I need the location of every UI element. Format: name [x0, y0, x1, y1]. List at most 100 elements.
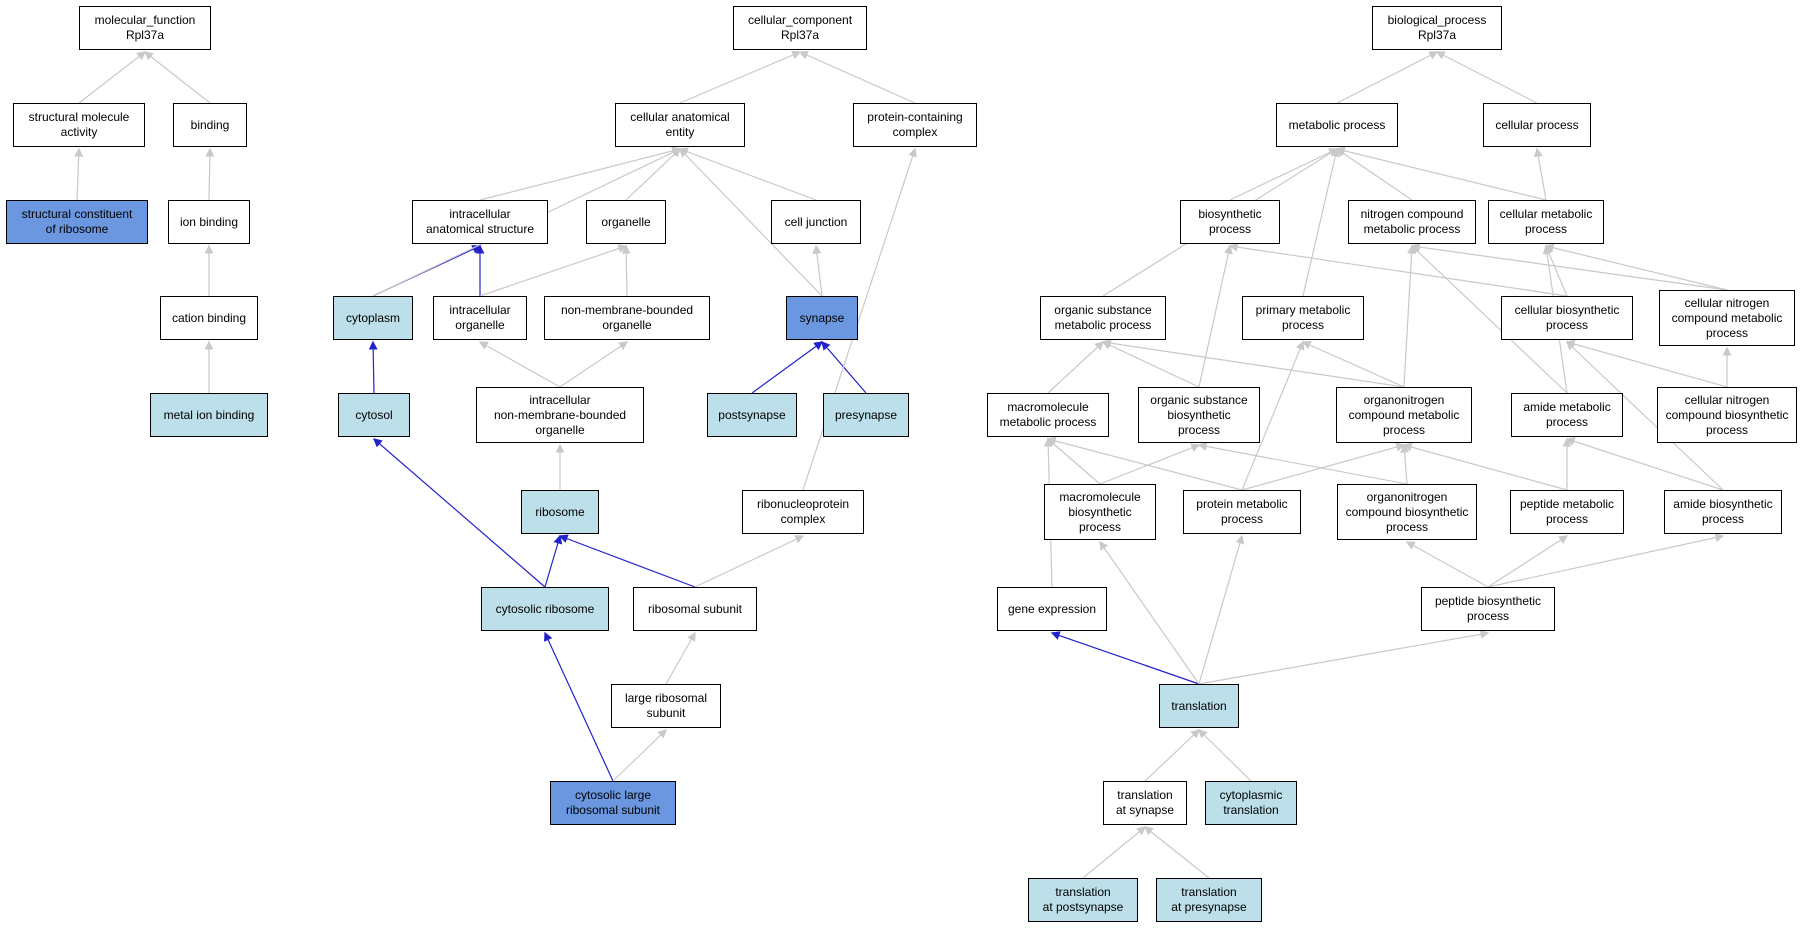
go-term-node-inmbo[interactable]: intracellular non-membrane-bounded organ… — [476, 387, 644, 443]
go-term-node-metabolic[interactable]: metabolic process — [1276, 103, 1398, 147]
edge-cmp-to-metabolic — [1335, 146, 1547, 201]
edge-intracellular_organelle-to-organelle — [479, 244, 628, 297]
edge-cellular_process-to-bp_root — [1435, 51, 1538, 104]
edge-ion_binding-to-binding — [205, 147, 215, 201]
edge-mbp-to-mmp — [1046, 438, 1101, 485]
go-term-node-nmbo[interactable]: non-membrane-bounded organelle — [544, 296, 710, 340]
edge-cncmp-to-ncmp — [1410, 242, 1728, 291]
edge-translation-to-mbp — [1099, 540, 1200, 685]
go-term-node-presynapse[interactable]: presynapse — [823, 393, 909, 437]
edge-tapre-to-tas — [1143, 826, 1210, 879]
go-term-node-cmp[interactable]: cellular metabolic process — [1488, 200, 1604, 244]
go-term-node-ncmp[interactable]: nitrogen compound metabolic process — [1348, 200, 1476, 244]
edge-translation-to-pbp — [1198, 629, 1490, 685]
go-term-node-cyto_translation[interactable]: cytoplasmic translation — [1205, 781, 1297, 825]
edge-pmp-to-metabolic — [1302, 147, 1340, 297]
go-term-node-mf_root[interactable]: molecular_function Rpl37a — [79, 6, 211, 50]
go-term-node-cbp[interactable]: cellular biosynthetic process — [1501, 296, 1633, 340]
go-term-node-cellular_process[interactable]: cellular process — [1483, 103, 1591, 147]
go-term-node-cytosolic_ribosome[interactable]: cytosolic ribosome — [481, 587, 609, 631]
go-term-node-intracellular_organelle[interactable]: intracellular organelle — [433, 296, 527, 340]
go-term-node-tapost[interactable]: translation at postsynapse — [1028, 878, 1138, 922]
go-term-node-oncmp[interactable]: organonitrogen compound metabolic proces… — [1336, 387, 1472, 443]
edge-synapse-to-cell_junction — [812, 244, 823, 297]
go-term-node-ion_binding[interactable]: ion binding — [168, 200, 250, 244]
edge-oncbp-to-oncmp — [1400, 443, 1410, 485]
edge-tas-to-translation — [1144, 729, 1200, 782]
edge-cytosolic_ribosome-to-ribosome — [544, 534, 563, 588]
edge-scr-to-sma — [74, 147, 84, 201]
go-term-node-tapre[interactable]: translation at presynapse — [1156, 878, 1262, 922]
edge-oncmp-to-ncmp — [1403, 244, 1417, 388]
go-term-node-ribosome[interactable]: ribosome — [521, 490, 599, 534]
go-term-node-cncmp[interactable]: cellular nitrogen compound metabolic pro… — [1659, 290, 1795, 346]
go-term-node-pbp[interactable]: peptide biosynthetic process — [1421, 587, 1555, 631]
go-term-node-cncbp[interactable]: cellular nitrogen compound biosynthetic … — [1657, 387, 1797, 443]
go-term-node-tas[interactable]: translation at synapse — [1103, 781, 1187, 825]
edge-rnp-to-pcc — [802, 147, 917, 491]
edge-cyto_translation-to-translation — [1198, 729, 1252, 782]
go-term-node-cytoplasm[interactable]: cytoplasm — [333, 296, 413, 340]
edge-oncmp-to-osmp — [1101, 338, 1405, 388]
go-term-node-rnp[interactable]: ribonucleoprotein complex — [742, 490, 864, 534]
edge-ias-to-cae — [479, 146, 682, 201]
edge-inmbo-to-nmbo — [559, 341, 629, 388]
go-term-node-pcc[interactable]: protein-containing complex — [853, 103, 977, 147]
edge-cytosol-to-cytoplasm — [368, 340, 378, 394]
edge-organelle-to-cae — [625, 148, 681, 201]
edge-biosynthetic-to-metabolic — [1229, 148, 1339, 201]
edge-nmbo-to-organelle — [621, 244, 631, 297]
edge-protmp-to-oncmp — [1241, 442, 1406, 491]
go-term-node-osbp[interactable]: organic substance biosynthetic process — [1138, 387, 1260, 443]
edge-clrs-to-cytosolic_ribosome — [544, 631, 614, 782]
go-term-node-binding[interactable]: binding — [173, 103, 247, 147]
go-term-node-synapse[interactable]: synapse — [786, 296, 858, 340]
go-term-node-pepmp[interactable]: peptide metabolic process — [1510, 490, 1624, 534]
edge-metabolic-to-bp_root — [1336, 51, 1439, 104]
go-term-node-clrs[interactable]: cytosolic large ribosomal subunit — [550, 781, 676, 825]
edge-pbp-to-pepmp — [1487, 535, 1569, 588]
edge-pcc-to-cc_root — [798, 50, 916, 104]
edge-synapse-to-cae — [679, 148, 823, 297]
go-term-node-pmp[interactable]: primary metabolic process — [1242, 296, 1364, 340]
edge-ribosomal_subunit-to-ribosome — [558, 534, 696, 588]
edge-lrs-to-ribosomal_subunit — [665, 631, 696, 685]
go-term-node-abp[interactable]: amide biosynthetic process — [1664, 490, 1782, 534]
go-term-node-ribosomal_subunit[interactable]: ribosomal subunit — [633, 587, 757, 631]
edge-pbp-to-abp — [1487, 533, 1725, 588]
go-term-node-amp[interactable]: amide metabolic process — [1511, 393, 1623, 437]
edge-clrs-to-lrs — [612, 729, 667, 782]
go-term-node-postsynapse[interactable]: postsynapse — [707, 393, 797, 437]
edge-oncbp-to-osbp — [1197, 441, 1408, 485]
go-term-node-sma[interactable]: structural molecule activity — [13, 103, 145, 147]
go-term-node-osmp[interactable]: organic substance metabolic process — [1040, 296, 1166, 340]
go-term-node-cae[interactable]: cellular anatomical entity — [615, 103, 745, 147]
go-term-node-bp_root[interactable]: biological_process Rpl37a — [1372, 6, 1502, 50]
go-term-node-organelle[interactable]: organelle — [586, 200, 666, 244]
go-term-node-cytosol[interactable]: cytosol — [338, 393, 410, 437]
go-term-node-cc_root[interactable]: cellular_component Rpl37a — [733, 6, 867, 50]
edge-postsynapse-to-synapse — [751, 341, 824, 394]
go-term-node-ias[interactable]: intracellular anatomical structure — [412, 200, 548, 244]
edge-osbp-to-osmp — [1101, 341, 1200, 388]
go-term-node-translation[interactable]: translation — [1159, 684, 1239, 728]
edge-pepmp-to-oncmp — [1402, 442, 1568, 491]
go-term-node-cell_junction[interactable]: cell junction — [771, 200, 861, 244]
go-term-node-mbp[interactable]: macromolecule biosynthetic process — [1044, 484, 1156, 540]
edge-protmp-to-pmp — [1241, 340, 1305, 491]
edge-mmp-to-osmp — [1047, 341, 1104, 394]
edge-cell_junction-to-cae — [678, 147, 817, 201]
go-term-node-lrs[interactable]: large ribosomal subunit — [611, 684, 721, 728]
go-term-node-oncbp[interactable]: organonitrogen compound biosynthetic pro… — [1337, 484, 1477, 540]
go-term-node-mmp[interactable]: macromolecule metabolic process — [987, 393, 1109, 437]
go-term-node-gene_expression[interactable]: gene expression — [997, 587, 1107, 631]
go-term-node-metal_ion_binding[interactable]: metal ion binding — [150, 393, 268, 437]
edge-translation-to-protmp — [1198, 534, 1245, 685]
go-term-node-protmp[interactable]: protein metabolic process — [1183, 490, 1301, 534]
edge-cncmp-to-cmp — [1544, 243, 1728, 291]
go-term-node-cation_binding[interactable]: cation binding — [160, 296, 258, 340]
go-term-node-scr[interactable]: structural constituent of ribosome — [6, 200, 148, 244]
edge-cbp-to-cmp — [1544, 244, 1568, 297]
go-term-node-biosynthetic[interactable]: biosynthetic process — [1180, 200, 1280, 244]
